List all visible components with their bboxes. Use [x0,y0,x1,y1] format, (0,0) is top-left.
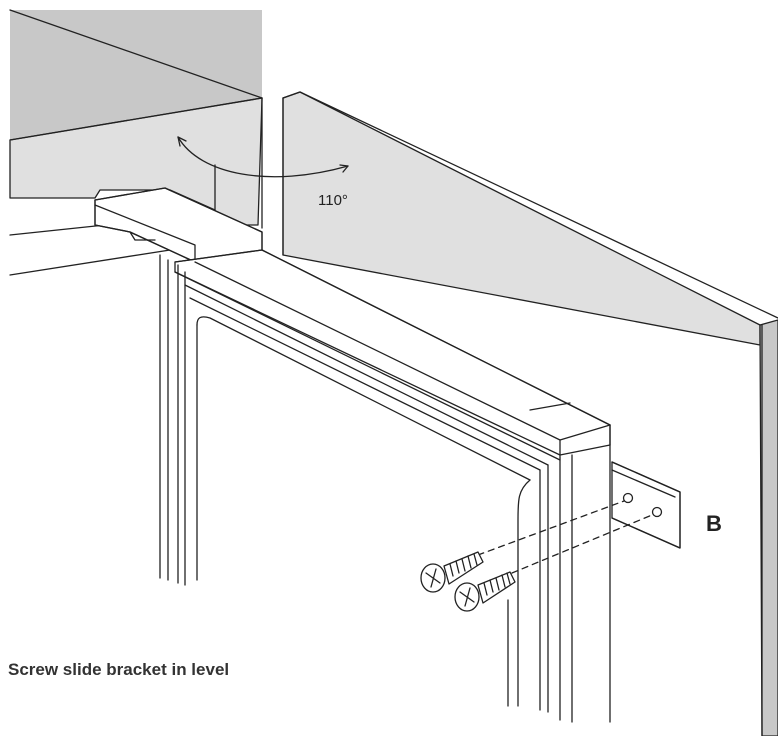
swing-arrow [177,136,349,178]
guide-lines [477,500,653,574]
screw-lower [454,571,516,612]
open-door [282,91,778,736]
screw-upper [420,551,484,593]
door-frame [159,249,611,723]
instruction-caption: Screw slide bracket in level [8,660,230,679]
bracket-b [611,461,681,549]
upper-cabinet [9,9,263,276]
angle-label: 110° [318,192,348,209]
part-label-b: B [706,511,722,536]
